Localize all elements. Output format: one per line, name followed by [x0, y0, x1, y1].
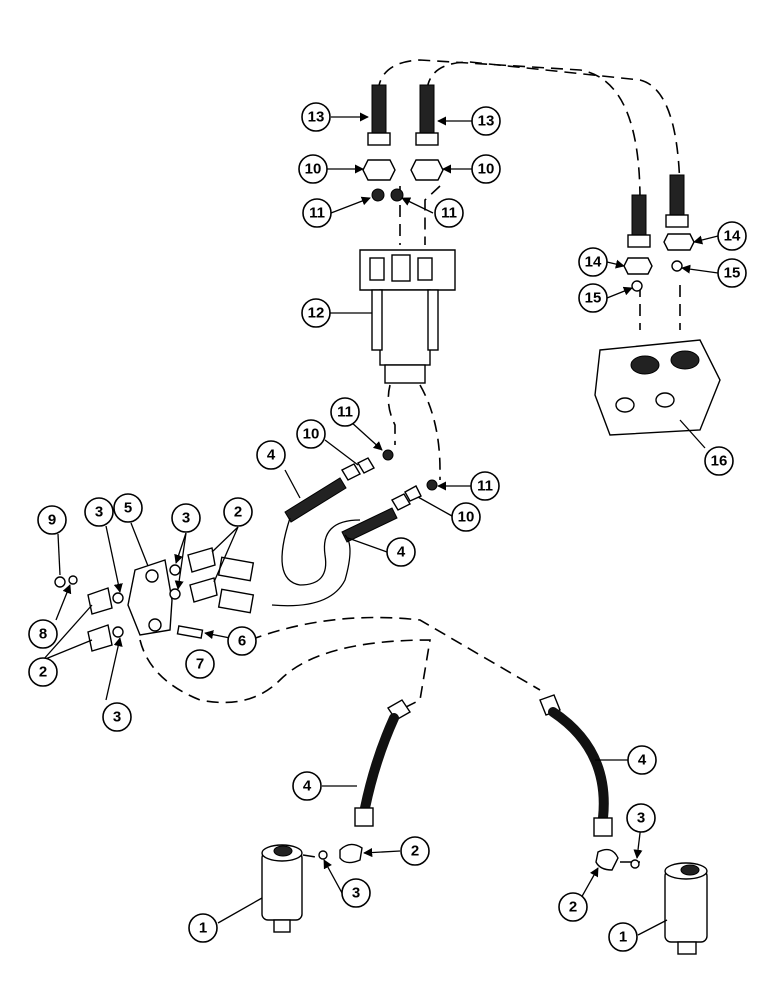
svg-text:15: 15	[724, 265, 741, 282]
svg-text:4: 4	[267, 447, 276, 464]
middle-hose-lower	[341, 479, 438, 543]
callout-14-right: 14	[717, 221, 747, 251]
svg-text:15: 15	[585, 290, 602, 307]
callout-2-lower-left: 2	[400, 836, 430, 866]
lower-hose-left	[318, 699, 411, 864]
svg-text:13: 13	[478, 113, 495, 130]
upper-right-fitting-13	[390, 84, 444, 202]
svg-text:11: 11	[337, 404, 353, 421]
callout-4-mid-upper: 4	[256, 440, 286, 470]
cylinder-left-1	[261, 844, 303, 933]
callout-5: 5	[113, 493, 143, 523]
callout-10-mid-upper: 10	[296, 419, 326, 449]
callout-9: 9	[37, 505, 67, 535]
svg-text:9: 9	[48, 512, 56, 529]
svg-text:6: 6	[238, 633, 246, 650]
valve-assembly-12	[359, 249, 456, 384]
svg-text:1: 1	[619, 929, 627, 946]
svg-text:3: 3	[637, 810, 645, 827]
svg-text:14: 14	[724, 228, 741, 245]
svg-text:11: 11	[477, 478, 493, 495]
manifold-block-5	[127, 559, 173, 636]
routing-dashed-lines	[139, 59, 681, 863]
svg-text:3: 3	[113, 709, 121, 726]
svg-text:3: 3	[352, 885, 360, 902]
svg-text:2: 2	[39, 664, 47, 681]
callout-1-right: 1	[608, 922, 638, 952]
svg-text:13: 13	[308, 109, 325, 126]
cylinder-right-1	[664, 862, 708, 955]
callout-14-left: 14	[578, 247, 608, 277]
svg-text:3: 3	[95, 504, 103, 521]
callout-3-manifold-left: 3	[84, 497, 114, 527]
callout-4-lower-left: 4	[292, 771, 322, 801]
callout-3-lower-right: 3	[626, 803, 656, 833]
callout-11-right: 11	[434, 198, 464, 228]
callout-15-right: 15	[717, 258, 747, 288]
callout-11-mid-lower: 11	[470, 471, 500, 501]
svg-text:4: 4	[303, 778, 312, 795]
callout-10-left: 10	[298, 154, 328, 184]
callout-6: 6	[227, 626, 257, 656]
svg-text:11: 11	[309, 205, 325, 222]
callout-3-manifold-right: 3	[171, 503, 201, 533]
callout-11-mid-upper: 11	[330, 397, 360, 427]
middle-hose-upper	[284, 449, 394, 523]
manifold-fittings-2-3	[54, 547, 255, 652]
svg-text:5: 5	[124, 500, 132, 517]
callout-15-left: 15	[578, 283, 608, 313]
callout-12: 12	[301, 298, 331, 328]
callout-13-left: 13	[301, 102, 331, 132]
svg-text:10: 10	[458, 509, 475, 526]
svg-text:4: 4	[397, 544, 406, 561]
svg-text:11: 11	[441, 205, 457, 222]
callout-13-right: 13	[471, 106, 501, 136]
svg-text:1: 1	[199, 920, 207, 937]
svg-text:16: 16	[711, 453, 728, 470]
callout-16: 16	[704, 446, 734, 476]
svg-text:10: 10	[305, 161, 322, 178]
hose-loops	[271, 517, 361, 607]
svg-text:14: 14	[585, 254, 602, 271]
control-valve-block-16	[594, 339, 721, 436]
svg-text:10: 10	[303, 426, 320, 443]
callout-10-mid-lower: 10	[451, 502, 481, 532]
svg-text:2: 2	[569, 899, 577, 916]
svg-text:3: 3	[182, 510, 190, 527]
svg-text:7: 7	[196, 656, 204, 673]
right-fittings-14-15	[623, 174, 695, 292]
callout-4-mid-lower: 4	[386, 537, 416, 567]
callout-10-right: 10	[471, 154, 501, 184]
callout-11-left: 11	[302, 198, 332, 228]
callout-4-lower-right: 4	[627, 745, 657, 775]
callout-2-manifold-left: 2	[28, 657, 58, 687]
svg-text:12: 12	[308, 305, 325, 322]
callout-7: 7	[185, 649, 215, 679]
callout-3-manifold-bottom: 3	[102, 702, 132, 732]
callout-2-lower-right: 2	[558, 892, 588, 922]
lower-hose-right	[539, 694, 640, 871]
callout-8: 8	[28, 619, 58, 649]
svg-text:8: 8	[39, 626, 47, 643]
svg-text:4: 4	[638, 752, 647, 769]
callout-2-manifold-right: 2	[223, 497, 253, 527]
svg-text:2: 2	[234, 504, 242, 521]
callout-1-left: 1	[188, 913, 218, 943]
callout-3-lower-left: 3	[341, 878, 371, 908]
svg-text:2: 2	[411, 843, 419, 860]
upper-left-fitting-13	[362, 84, 396, 202]
svg-text:10: 10	[478, 161, 495, 178]
